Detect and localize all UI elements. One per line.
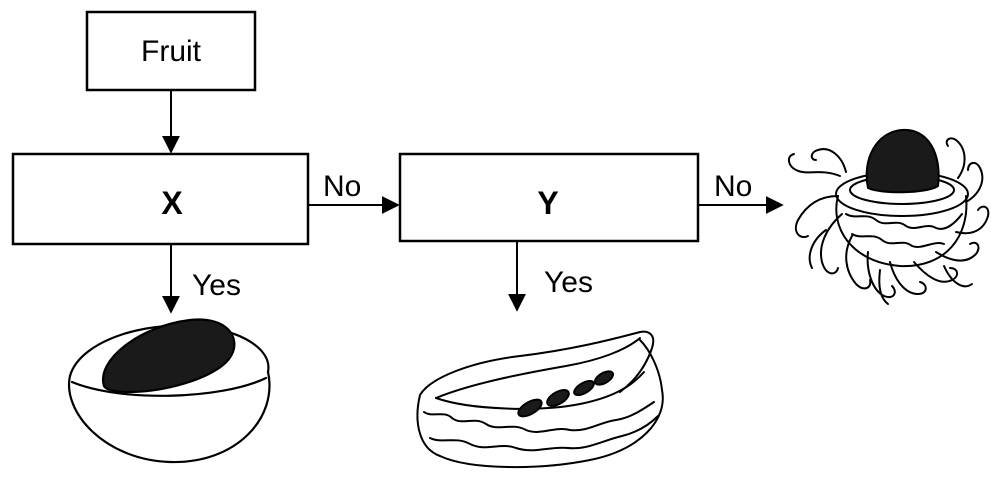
x-no-label: No [323, 170, 361, 203]
y-node: Y [398, 152, 700, 243]
fruit-node: Fruit [85, 10, 257, 92]
x-node-label: X [161, 185, 183, 221]
fruit-halved-many-seeds-icon [416, 330, 664, 469]
hairy-fruit-single-seed-icon [788, 128, 990, 305]
fruit-node-label: Fruit [141, 35, 202, 68]
y-node-label: Y [537, 185, 558, 221]
fruit-halved-single-seed-icon [67, 318, 271, 464]
x-yes-label: Yes [192, 269, 241, 302]
y-no-label: No [714, 170, 752, 203]
y-yes-label: Yes [544, 266, 593, 299]
x-node: X [11, 152, 310, 246]
